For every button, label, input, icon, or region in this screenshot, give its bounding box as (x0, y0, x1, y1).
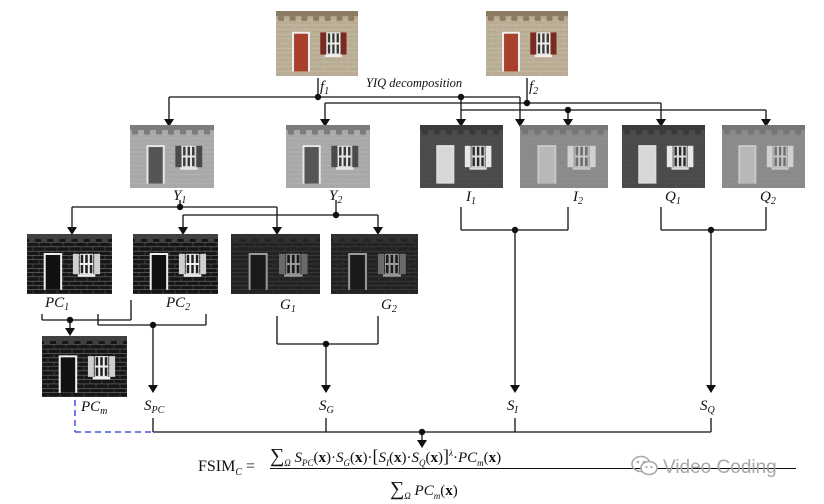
image-Q1-chrominance (622, 125, 705, 188)
image-f1-reference (276, 11, 358, 76)
label-Y1: Y1 (173, 188, 187, 206)
formula-numerator: ∑Ω SPC(x)·SG(x)·[SI(x)·SQ(x)]λ·PCm(x) (270, 445, 502, 468)
image-PCm-max-phase-congruency (42, 336, 127, 397)
image-G2-gradient (331, 234, 418, 294)
sum-symbol: ∑ (390, 478, 405, 500)
sum-symbol: ∑ (270, 445, 285, 467)
image-G1-gradient (231, 234, 320, 294)
yiq-decomposition-caption: YIQ decomposition (366, 76, 463, 90)
junction-dots (66, 93, 715, 436)
label-Q2: Q2 (760, 189, 776, 207)
image-I2-chrominance (520, 125, 608, 188)
fraction-bar (270, 468, 796, 469)
image-f2-distorted (486, 11, 568, 76)
image-I1-chrominance (420, 125, 503, 188)
image-PC2-phase-congruency (133, 234, 218, 294)
image-PC1-phase-congruency (27, 234, 112, 294)
wechat-icon (631, 455, 658, 476)
label-f2: f2 (529, 79, 539, 97)
image-Q2-chrominance (722, 125, 805, 188)
formula-denominator: ∑Ω PCm(x) (390, 478, 458, 501)
label-PC1: PC1 (45, 295, 70, 313)
formula-lhs: FSIMC = (198, 458, 256, 479)
label-Q1: Q1 (665, 189, 681, 207)
label-SI: SI (507, 398, 518, 416)
label-f1: f1 (320, 79, 330, 97)
image-Y1-luminance (130, 125, 214, 188)
label-PC2: PC2 (166, 295, 191, 313)
watermark: Video Coding (631, 455, 777, 479)
label-Y2: Y2 (329, 188, 343, 206)
label-G2: G2 (381, 297, 397, 315)
label-SQ: SQ (700, 398, 715, 416)
label-SPC: SPC (144, 398, 165, 416)
image-Y2-luminance (286, 125, 370, 188)
label-SG: SG (319, 398, 334, 416)
label-G1: G1 (280, 297, 296, 315)
arrowheads (65, 119, 771, 448)
label-I2: I2 (573, 189, 583, 207)
label-PCm: PCm (81, 399, 108, 417)
label-I1: I1 (466, 189, 476, 207)
